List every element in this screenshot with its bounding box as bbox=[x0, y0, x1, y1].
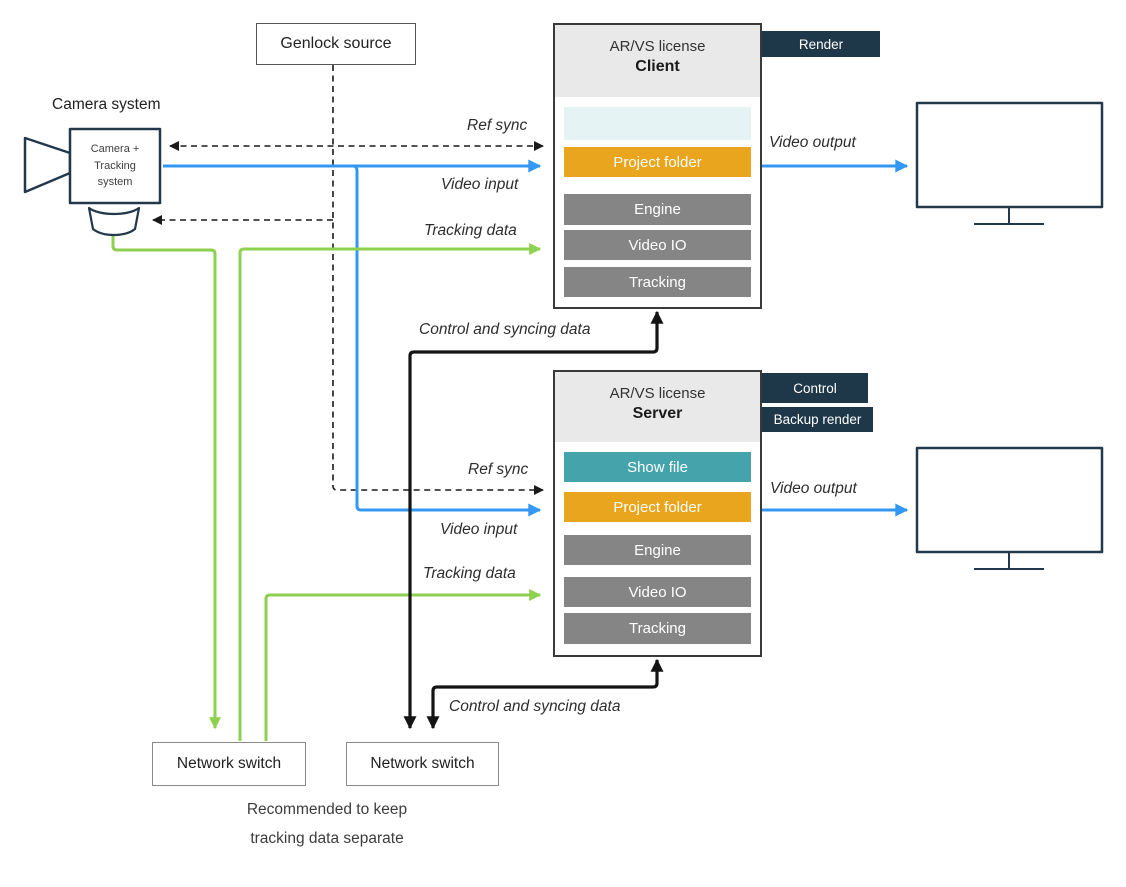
video-input-server-line bbox=[353, 164, 542, 517]
edge-label-server-video-output: Video output bbox=[770, 480, 857, 497]
tracking-note-line: Recommended to keep bbox=[246, 801, 408, 818]
client-role-label: Client bbox=[635, 58, 680, 75]
edge-label-server-tracking-data: Tracking data bbox=[423, 565, 516, 582]
camera-body-line: Camera + bbox=[90, 143, 140, 156]
tracking-switch-to-client-line bbox=[238, 243, 542, 741]
camera-body-label: Camera + Tracking system bbox=[70, 130, 160, 202]
monitor-icon-client bbox=[915, 101, 1104, 225]
server-module-project-folder: Project folder bbox=[564, 492, 751, 522]
client-badge-render: Render bbox=[762, 31, 880, 57]
server-role-label: Server bbox=[632, 405, 683, 422]
client-empty-slot bbox=[564, 107, 751, 140]
tracking-switch-to-server-line bbox=[264, 589, 542, 741]
server-badge-control: Control bbox=[762, 373, 868, 403]
network-switch-right-label: Network switch bbox=[370, 755, 475, 772]
genlock-source-label: Genlock source bbox=[280, 35, 392, 52]
client-module-project-folder: Project folder bbox=[564, 147, 751, 177]
edge-label-client-video-output: Video output bbox=[769, 134, 856, 151]
client-node: AR/VS license Client Project folder Engi… bbox=[553, 23, 762, 309]
edge-label-client-tracking-data: Tracking data bbox=[424, 222, 517, 239]
genlock-source-node: Genlock source bbox=[256, 23, 416, 65]
network-switch-right-node: Network switch bbox=[346, 742, 499, 786]
client-module-engine: Engine bbox=[564, 194, 751, 225]
tracking-note-line: tracking data separate bbox=[250, 830, 404, 847]
client-module-tracking: Tracking bbox=[564, 267, 751, 297]
client-license-label: AR/VS license bbox=[609, 38, 706, 55]
client-module-video-io: Video IO bbox=[564, 230, 751, 260]
control-client-switch-line bbox=[403, 310, 664, 730]
network-switch-left-label: Network switch bbox=[176, 755, 282, 772]
edge-label-server-ref-sync: Ref sync bbox=[468, 461, 529, 478]
edge-label-client-video-input: Video input bbox=[441, 176, 519, 193]
network-switch-left-node: Network switch bbox=[152, 742, 306, 786]
edge-label-server-control: Control and syncing data bbox=[449, 698, 621, 715]
server-header: AR/VS license Server bbox=[555, 372, 760, 442]
server-module-tracking: Tracking bbox=[564, 613, 751, 644]
server-module-video-io: Video IO bbox=[564, 577, 751, 607]
camera-body-line: system bbox=[97, 176, 133, 189]
control-server-switch-line bbox=[426, 658, 664, 730]
edge-label-client-ref-sync: Ref sync bbox=[467, 117, 528, 134]
client-header: AR/VS license Client bbox=[555, 25, 760, 97]
server-module-show-file: Show file bbox=[564, 452, 751, 482]
monitor-icon-server bbox=[915, 446, 1104, 570]
genlock-to-server-line bbox=[332, 65, 544, 495]
server-module-engine: Engine bbox=[564, 535, 751, 565]
camera-system-label: Camera system bbox=[52, 96, 161, 113]
edge-label-server-video-input: Video input bbox=[440, 521, 518, 538]
tracking-note: Recommended to keep tracking data separa… bbox=[221, 795, 433, 853]
camera-body-line: Tracking bbox=[94, 159, 136, 172]
server-node: AR/VS license Server Show file Project f… bbox=[553, 370, 762, 657]
edge-label-client-control: Control and syncing data bbox=[419, 321, 591, 338]
camera-icon bbox=[23, 127, 162, 237]
tracking-camera-to-switch-line bbox=[111, 235, 221, 730]
server-license-label: AR/VS license bbox=[609, 385, 706, 402]
server-badge-backup-render: Backup render bbox=[762, 407, 873, 432]
